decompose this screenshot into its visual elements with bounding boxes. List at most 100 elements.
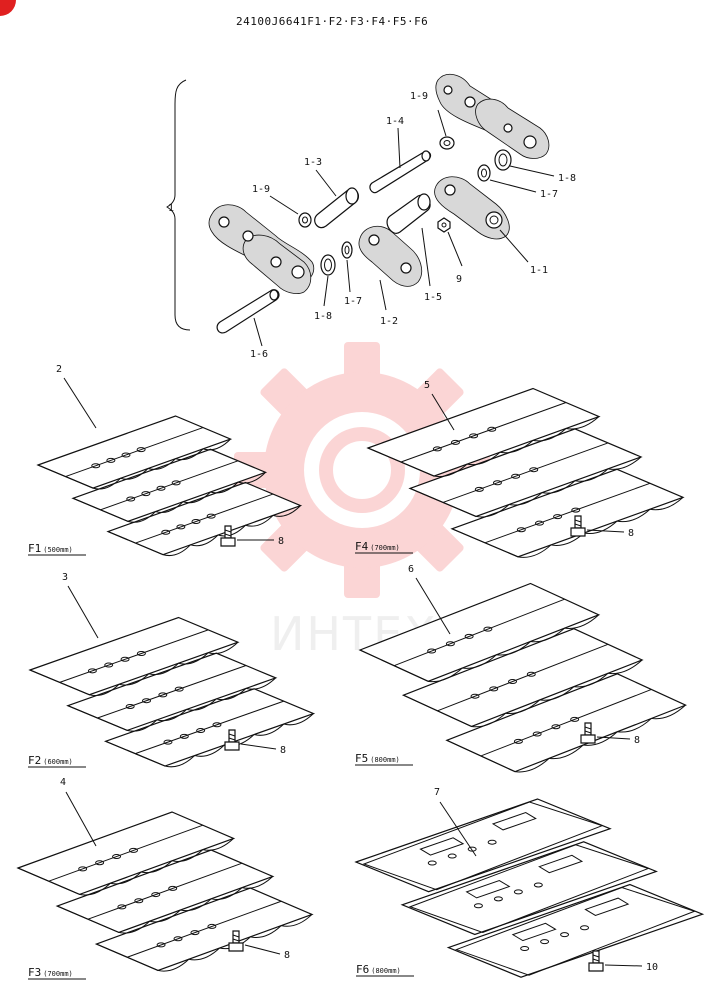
- label-1-4: 1-4: [386, 116, 404, 127]
- bolt-icon: [570, 515, 586, 537]
- shoe-plate: [366, 387, 601, 478]
- bolt-hole: [469, 433, 479, 439]
- bolt-icon: [580, 722, 596, 744]
- bolt-hole: [450, 439, 460, 445]
- bolt-hole: [151, 892, 161, 898]
- washer-1-9-top: [439, 136, 455, 150]
- bolt-hole: [529, 467, 539, 473]
- bolt-hole: [158, 692, 168, 698]
- bolt-hole: [560, 932, 570, 938]
- seal-1-8-upper: [494, 149, 512, 171]
- bolt-hole: [129, 847, 138, 853]
- bolt-icon: [228, 930, 244, 952]
- bolt-hole: [540, 939, 550, 945]
- bolt-hole: [553, 514, 563, 520]
- bushing-1-5: [386, 193, 431, 234]
- bolt-hole: [493, 896, 503, 902]
- bolt-hole: [445, 641, 455, 647]
- bolt-label-f1: 8: [278, 536, 284, 547]
- link-assembly: 1 1-9 1-4 1-3: [166, 73, 576, 360]
- nut-9: [437, 217, 451, 233]
- bolt-hole: [87, 668, 97, 674]
- caption-f1: F1(500mm): [28, 542, 73, 555]
- bolt-hole: [470, 693, 480, 699]
- bolt-hole: [126, 496, 136, 502]
- shoe-plate: [358, 582, 601, 683]
- shoe-plate: [401, 627, 644, 728]
- bolt-hole: [513, 889, 523, 895]
- bolt-hole: [207, 923, 217, 929]
- bolt-hole: [526, 671, 536, 677]
- callout-f3: 4: [60, 777, 66, 788]
- bushing-1-3: [314, 187, 360, 229]
- bolt-hole: [511, 473, 521, 479]
- bolt-hole: [173, 936, 183, 942]
- caption-f6: F6(800mm): [356, 963, 401, 976]
- shoe-plate: [66, 652, 278, 732]
- link-1-1: [434, 176, 510, 240]
- bolt-hole: [427, 648, 437, 654]
- bolt-hole: [125, 703, 135, 709]
- bolt-hole: [104, 662, 114, 668]
- bolt-icon: [220, 525, 236, 547]
- shoe-plate: [354, 798, 612, 893]
- label-1-6: 1-6: [250, 349, 268, 360]
- bolt-hole: [136, 651, 146, 656]
- bolt-hole: [516, 527, 526, 533]
- bolt-hole: [474, 486, 484, 492]
- callout-f2: 3: [62, 572, 68, 583]
- bolt-hole: [492, 480, 502, 486]
- seal-1-8-lower: [320, 254, 336, 276]
- shoe-plates: 28F1(500mm)58F4(700mm)38F2(600mm)68F5(80…: [16, 364, 705, 980]
- caption-f4: F4(700mm): [355, 540, 400, 553]
- bolt-hole: [168, 885, 178, 891]
- bolt-hole: [487, 426, 497, 432]
- seal-1-7-lower: [341, 241, 353, 259]
- bolt-hole: [532, 731, 542, 737]
- callout-f4: 5: [424, 380, 430, 391]
- label-1-1: 1-1: [530, 265, 548, 276]
- shoe-plate: [400, 841, 658, 936]
- pin-1-6: [216, 289, 280, 334]
- bolt-icon: [224, 729, 240, 751]
- callout-f5: 6: [408, 564, 414, 575]
- label-9: 9: [456, 274, 462, 285]
- bolt-hole: [473, 903, 483, 909]
- pin-1-4: [369, 150, 432, 194]
- bolt-hole: [483, 626, 493, 632]
- bolt-hole: [427, 860, 437, 866]
- bolt-hole: [489, 686, 499, 692]
- bolt-label-f2: 8: [280, 745, 286, 756]
- link-left: [208, 204, 315, 294]
- bolt-hole: [206, 513, 216, 519]
- bolt-hole: [447, 853, 457, 859]
- label-1-3: 1-3: [304, 157, 322, 168]
- bolt-hole: [117, 904, 127, 910]
- bolt-hole: [106, 457, 116, 463]
- bolt-hole: [190, 930, 200, 936]
- corner-mark: [0, 0, 16, 16]
- label-1-2: 1-2: [380, 316, 398, 327]
- bolt-hole: [179, 733, 189, 739]
- caption-f5: F5(800mm): [355, 752, 400, 765]
- label-1-9-left: 1-9: [252, 184, 270, 195]
- bolt-hole: [212, 722, 222, 728]
- bolt-hole: [571, 507, 581, 513]
- bolt-hole: [196, 728, 206, 734]
- bolt-hole: [513, 738, 523, 744]
- label-1-8-upper: 1-8: [558, 173, 576, 184]
- shoe-plate: [450, 468, 685, 558]
- bolt-icon: [588, 950, 604, 972]
- bolt-hole: [174, 686, 184, 692]
- bolt-hole: [136, 447, 146, 453]
- bolt-hole: [534, 520, 544, 526]
- bolt-hole: [464, 633, 474, 639]
- label-1-9-top: 1-9: [410, 91, 428, 102]
